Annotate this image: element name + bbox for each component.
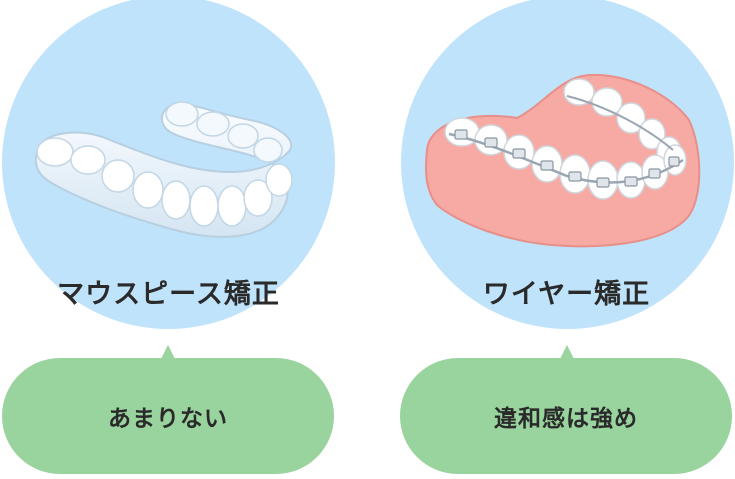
speech-bubble: 違和感は強め bbox=[400, 358, 732, 474]
option-wire: ワイヤー矯正 違和感は強め bbox=[367, 0, 734, 479]
aligner-icon bbox=[34, 101, 293, 238]
speech-bubble-tail bbox=[560, 345, 574, 359]
speech-bubble: あまりない bbox=[2, 358, 334, 474]
option-note: 違和感は強め bbox=[494, 406, 638, 432]
option-mouthpiece: マウスピース矯正 あまりない bbox=[0, 0, 367, 479]
option-title: マウスピース矯正 bbox=[57, 279, 280, 310]
option-title: ワイヤー矯正 bbox=[482, 279, 651, 310]
option-note: あまりない bbox=[108, 406, 228, 432]
braces-icon bbox=[425, 74, 701, 248]
speech-bubble-tail bbox=[161, 345, 175, 359]
